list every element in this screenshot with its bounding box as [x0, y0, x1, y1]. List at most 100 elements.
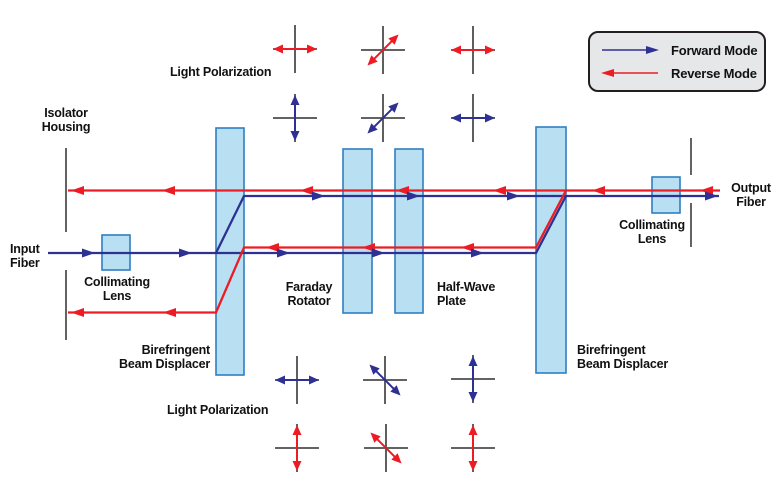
label-line: Input [10, 242, 40, 256]
label-line: Birefringent [141, 343, 211, 357]
legend-reverse-row: Reverse Mode [601, 64, 764, 82]
beam-arrowhead-left [266, 243, 279, 252]
polarization-arrow [369, 364, 401, 396]
beam-arrowhead-left [461, 243, 474, 252]
label-line: Rotator [287, 293, 331, 308]
beam-forward [216, 195, 568, 255]
beam-arrowhead-left [592, 186, 605, 195]
polarization-arrow-head [468, 425, 478, 435]
label-line: Fiber [10, 255, 40, 270]
polarization-arrow [451, 113, 495, 123]
label-line: Lens [102, 288, 132, 303]
beam-arrowhead-right [471, 248, 484, 258]
label-line: Housing [41, 119, 91, 134]
beam-arrowhead-left [396, 186, 409, 195]
polarization-arrow-head [292, 425, 302, 435]
reverse-arrow-icon [601, 69, 658, 77]
polarization-arrow-head [370, 432, 381, 443]
polarization-arrow-head [451, 113, 461, 123]
polarization-arrow-head [388, 34, 399, 45]
label-line: Fiber [736, 194, 766, 209]
half-wave-plate [394, 148, 424, 314]
birefringent-displacer-left [215, 127, 245, 376]
polarization-arrow-head [290, 131, 300, 141]
beam-arrowhead-right [705, 191, 718, 201]
collimating-lens-right-label: Collimating Lens [592, 218, 712, 246]
beam-arrowhead-left [71, 186, 84, 195]
label-line: Output [731, 181, 771, 195]
polarization-arrow-shaft [375, 437, 397, 459]
beam-arrowhead-right [372, 248, 385, 258]
polarization-arrow [468, 425, 478, 471]
beam-arrowhead-right [312, 191, 325, 201]
polarization-arrow-shaft [374, 369, 396, 391]
beam-arrowhead-right [277, 248, 290, 258]
beam-arrowhead-right [179, 248, 192, 258]
polarization-arrow-head [468, 392, 478, 402]
polarization-arrow [367, 34, 399, 66]
polarization-arrow-head [451, 45, 461, 55]
birefringent-displacer-right [535, 126, 567, 374]
birefringent-displacer-right-label: Birefringent Beam Displacer [577, 343, 668, 371]
beam-arrowhead-left [71, 308, 84, 317]
label-line: Plate [437, 293, 466, 308]
output-fiber-label: Output Fiber [701, 181, 776, 209]
polarization-arrow [451, 45, 495, 55]
polarization-arrow-head [390, 385, 401, 396]
polarization-arrow-head [290, 95, 300, 105]
label-line: Lens [637, 231, 667, 246]
label-line: Light Polarization [167, 403, 269, 417]
label-line: Beam Displacer [577, 356, 668, 371]
input-fiber-label: Input Fiber [10, 242, 40, 270]
beam-arrowhead-left [700, 186, 713, 195]
polarization-arrow-head [468, 461, 478, 471]
polarization-arrow [468, 356, 478, 402]
label-line: Birefringent [577, 343, 646, 357]
beam-arrowhead-right [82, 248, 95, 258]
faraday-rotator [342, 148, 373, 314]
polarization-arrow [275, 375, 319, 385]
polarization-arrow [367, 102, 399, 134]
legend-forward-row: Forward Mode [601, 41, 764, 59]
light-polarization-top-label: Light Polarization [170, 65, 272, 80]
beam-arrowhead-left [493, 186, 506, 195]
label-line: Beam Displacer [119, 356, 210, 371]
label-line: Half-Wave [437, 280, 496, 294]
polarization-arrow-head [388, 102, 399, 113]
beam-arrowhead-left [163, 308, 176, 317]
legend-box: Forward Mode Reverse Mode [588, 31, 766, 92]
polarization-arrow-head [273, 44, 283, 54]
beam-arrowhead-right [507, 191, 520, 201]
polarization-arrow-head [391, 453, 402, 464]
label-line: Light Polarization [170, 65, 272, 79]
polarization-arrow [290, 95, 300, 141]
polarization-arrow-head [485, 113, 495, 123]
polarization-arrow-shaft [372, 39, 394, 61]
polarization-arrow-head [292, 461, 302, 471]
polarization-arrow-head [275, 375, 285, 385]
half-wave-plate-label: Half-Wave Plate [437, 280, 496, 308]
label-line: Collimating [619, 218, 685, 232]
birefringent-displacer-left-label: Birefringent Beam Displacer [50, 343, 211, 371]
legend-reverse-label: Reverse Mode [671, 65, 757, 81]
beam-arrowhead-left [162, 186, 175, 195]
beam-arrowhead-left [300, 186, 313, 195]
light-polarization-bottom-label: Light Polarization [167, 403, 269, 418]
polarization-arrow-head [369, 364, 380, 375]
isolator-housing-label: Isolator Housing [6, 106, 126, 134]
faraday-rotator-label: Faraday Rotator [249, 280, 369, 308]
beam-arrowhead-right [407, 191, 420, 201]
beam-arrowhead-left [362, 243, 375, 252]
polarization-arrow [273, 44, 317, 54]
polarization-arrow [370, 432, 402, 464]
polarization-arrow [292, 425, 302, 471]
polarization-arrow-head [485, 45, 495, 55]
legend-forward-label: Forward Mode [671, 42, 758, 58]
polarization-arrow-head [468, 356, 478, 366]
beam-forward [48, 194, 719, 255]
collimating-lens-left-label: Collimating Lens [57, 275, 177, 303]
label-line: Isolator [44, 106, 88, 120]
polarization-arrow-head [307, 44, 317, 54]
